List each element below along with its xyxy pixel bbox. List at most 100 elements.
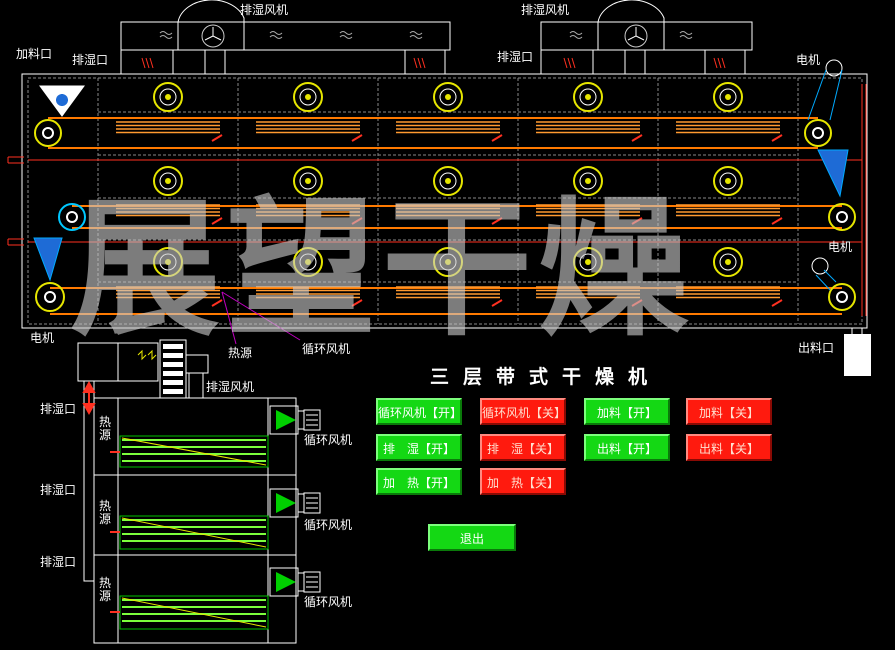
side-fan-shaft	[297, 410, 305, 430]
fan-hub	[579, 253, 597, 271]
label-exhaust-fan-left: 排湿风机	[240, 3, 289, 17]
conveyor-belts	[48, 117, 842, 315]
label-motor-top-right: 电机	[796, 53, 821, 67]
side-fans	[269, 405, 321, 597]
fan-ring	[713, 82, 743, 112]
fan-center	[725, 259, 731, 265]
pipe-ends	[7, 84, 867, 316]
rollers	[34, 59, 856, 312]
heater-mark	[351, 299, 363, 307]
heater-mark	[491, 134, 503, 142]
fan-hub	[299, 253, 317, 271]
label-exhaust-fan-side: 排湿风机	[206, 380, 255, 394]
fan-hub	[719, 253, 737, 271]
label-circulation-fan: 循环风机	[302, 342, 351, 356]
side-belt-diag	[121, 437, 267, 466]
heater-mark	[351, 134, 363, 142]
circulation-fans	[153, 82, 743, 277]
feed-hopper	[39, 85, 85, 117]
fan-center	[445, 178, 451, 184]
fan-ring	[153, 166, 183, 196]
heater-mark	[771, 299, 783, 307]
feed-on-button[interactable]: 加料【开】	[584, 398, 670, 425]
fan-ring	[573, 166, 603, 196]
fan-ring	[293, 247, 323, 277]
label-side-heat-3: 热源	[98, 576, 111, 603]
side-yellow-marks	[137, 349, 157, 361]
label-exhaust-port-left: 排湿口	[72, 53, 109, 67]
fan-hub	[439, 253, 457, 271]
side-airflow-arrow	[82, 380, 96, 416]
side-fan-motor	[303, 409, 321, 431]
feed-off-button[interactable]: 加料【关】	[686, 398, 772, 425]
fan-ring	[153, 82, 183, 112]
side-fan-blade	[276, 410, 296, 430]
belt-cross-lines	[28, 159, 862, 243]
fan-center	[585, 94, 591, 100]
fan-hub	[719, 88, 737, 106]
housing-vent-marks	[159, 31, 693, 39]
discharge-off-button[interactable]: 出料【关】	[686, 434, 772, 461]
heater-mark	[211, 217, 223, 225]
heater-mark	[771, 217, 783, 225]
label-side-heat-1: 热源	[98, 415, 111, 442]
side-fan-shaft	[297, 572, 305, 592]
label-heat-source: 热源	[228, 346, 253, 360]
fan-hub	[159, 253, 177, 271]
fan-hub	[159, 88, 177, 106]
label-side-circ-fan-2: 循环风机	[304, 518, 353, 532]
fan-center	[165, 178, 171, 184]
fan-center	[445, 94, 451, 100]
page-title: 三层带式干燥机	[430, 366, 662, 388]
heater-mark	[631, 134, 643, 142]
heater-mark	[491, 217, 503, 225]
fan-hub	[299, 172, 317, 190]
fan-ring	[293, 166, 323, 196]
pointer-lines	[221, 291, 301, 345]
fan-ring	[433, 166, 463, 196]
side-stair-vents	[163, 344, 183, 394]
fan-center	[165, 94, 171, 100]
fan-ring	[713, 166, 743, 196]
dehumid-on-button[interactable]: 排 湿【开】	[376, 434, 462, 461]
fan-hub	[579, 172, 597, 190]
circ-fan-on-button[interactable]: 循环风机【开】	[376, 398, 462, 425]
label-side-circ-fan-3: 循环风机	[304, 595, 353, 609]
fan-hub	[579, 88, 597, 106]
side-fan-motor	[303, 492, 321, 514]
heater-mark	[771, 134, 783, 142]
fan-ring	[153, 247, 183, 277]
dryer-body	[21, 73, 868, 329]
circ-fan-off-button[interactable]: 循环风机【关】	[480, 398, 566, 425]
heat-on-button[interactable]: 加 热【开】	[376, 468, 462, 495]
fan-hub	[719, 172, 737, 190]
label-exhaust-fan-right: 排湿风机	[521, 3, 570, 17]
top-exhaust-fan-right	[540, 0, 753, 75]
label-side-exhaust-2: 排湿口	[40, 483, 77, 497]
label-discharge-port: 出料口	[798, 341, 835, 355]
fan-ring	[433, 247, 463, 277]
dehumid-off-button[interactable]: 排 湿【关】	[480, 434, 566, 461]
fan-hub	[439, 172, 457, 190]
side-fan-motor	[303, 571, 321, 593]
discharge-bin	[844, 327, 871, 376]
transfer-chutes	[33, 69, 849, 291]
fan-ring	[713, 247, 743, 277]
label-feed-port: 加料口	[16, 47, 53, 61]
exit-button[interactable]: 退出	[428, 524, 516, 551]
side-fan-blade	[276, 493, 296, 513]
fan-ring	[573, 247, 603, 277]
heater-mark	[211, 134, 223, 142]
fan-ring	[293, 82, 323, 112]
fan-ring	[433, 82, 463, 112]
fan-center	[725, 178, 731, 184]
label-side-exhaust-3: 排湿口	[40, 555, 77, 569]
fan-hub	[439, 88, 457, 106]
top-exhaust-fan-left	[120, 0, 451, 75]
heat-off-button[interactable]: 加 热【关】	[480, 468, 566, 495]
label-side-heat-2: 热源	[98, 499, 111, 526]
heater-coils	[116, 121, 783, 307]
fan-ring	[573, 82, 603, 112]
discharge-on-button[interactable]: 出料【开】	[584, 434, 670, 461]
